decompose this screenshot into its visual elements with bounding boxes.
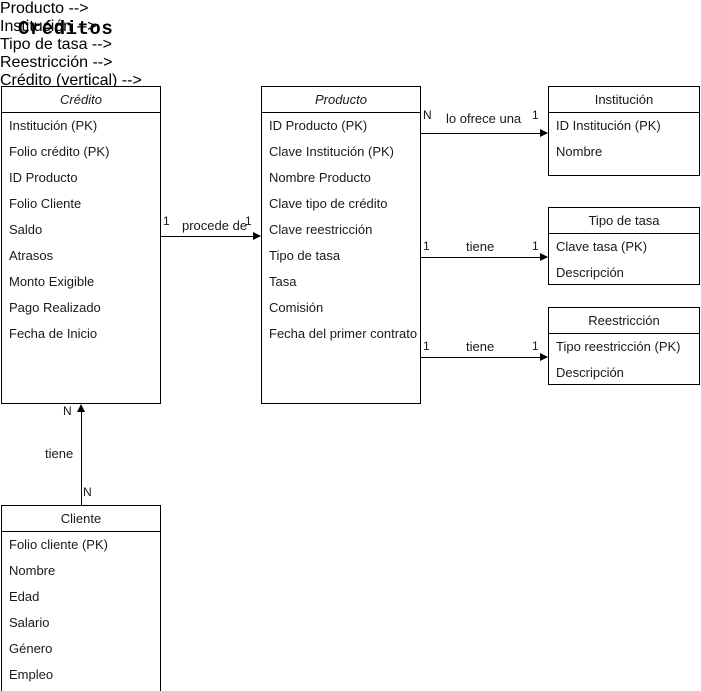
arrow-head-icon: [76, 404, 85, 412]
page-title: Créditos: [18, 18, 114, 40]
cardinality-source: N: [423, 108, 432, 122]
attribute-row: Género: [9, 641, 53, 656]
entity-institucion-attributes: ID Institución (PK) Nombre: [549, 113, 699, 165]
attribute-row: Tasa: [269, 274, 297, 289]
relationship-label: tiene: [466, 339, 495, 354]
attribute-row: ID Institución (PK): [556, 118, 661, 133]
cardinality-source: N: [83, 485, 92, 499]
attribute-row: Clave reestricción: [269, 222, 373, 237]
attribute-row: Descripción: [556, 365, 624, 380]
entity-reestriccion-title: Reestricción: [549, 308, 699, 334]
entity-producto-title: Producto: [262, 87, 420, 113]
arrow-head-icon: [540, 128, 548, 137]
cardinality-target: 1: [532, 239, 539, 253]
attribute-row: Saldo: [9, 222, 43, 237]
entity-credito-attributes: Institución (PK) Folio crédito (PK) ID P…: [2, 113, 160, 347]
arrow-head-icon: [253, 231, 261, 240]
entity-credito-title: Crédito: [2, 87, 160, 113]
entity-credito[interactable]: Crédito Institución (PK) Folio crédito (…: [1, 86, 161, 404]
attribute-row: Edad: [9, 589, 40, 604]
entity-tipo-de-tasa[interactable]: Tipo de tasa Clave tasa (PK) Descripción: [548, 207, 700, 285]
attribute-row: Empleo: [9, 667, 54, 682]
attribute-row: ID Producto: [9, 170, 78, 185]
attribute-row: Folio cliente (PK): [9, 537, 108, 552]
entity-producto-attributes: ID Producto (PK) Clave Institución (PK) …: [262, 113, 420, 347]
attribute-row: Nombre: [9, 563, 56, 578]
cardinality-target: 1: [245, 214, 252, 228]
attribute-row: Folio crédito (PK): [9, 144, 110, 159]
arrow-head-icon: [540, 252, 548, 261]
cardinality-source: 1: [423, 239, 430, 253]
attribute-row: Folio Cliente: [9, 196, 82, 211]
relationship-label: procede de: [182, 218, 248, 233]
attribute-row: Descripción: [556, 265, 624, 280]
attribute-row: Nombre Producto: [269, 170, 371, 185]
entity-institucion-title: Institución: [549, 87, 699, 113]
connector-line: [421, 357, 547, 358]
attribute-row: Clave tipo de crédito: [269, 196, 388, 211]
entity-producto[interactable]: Producto ID Producto (PK) Clave Instituc…: [261, 86, 421, 404]
cardinality-target: N: [63, 404, 72, 418]
entity-cliente-attributes: Folio cliente (PK) Nombre Edad Salario G…: [2, 532, 160, 688]
relationship-label: tiene: [466, 239, 495, 254]
attribute-row: Tipo reestricción (PK): [556, 339, 681, 354]
entity-cliente[interactable]: Cliente Folio cliente (PK) Nombre Edad S…: [1, 505, 161, 691]
attribute-row: Clave tasa (PK): [556, 239, 648, 254]
attribute-row: Pago Realizado: [9, 300, 101, 315]
attribute-row: Comisión: [269, 300, 324, 315]
arrow-head-icon: [540, 352, 548, 361]
connector-line: [421, 257, 547, 258]
connector-line: [81, 412, 82, 505]
attribute-row: Clave Institución (PK): [269, 144, 394, 159]
attribute-row: Nombre: [556, 144, 603, 159]
cardinality-target: 1: [532, 108, 539, 122]
attribute-row: ID Producto (PK): [269, 118, 368, 133]
connector-line: [161, 236, 260, 237]
attribute-row: Fecha de Inicio: [9, 326, 98, 341]
cardinality-source: 1: [423, 339, 430, 353]
entity-tipo-de-tasa-title: Tipo de tasa: [549, 208, 699, 234]
attribute-row: Salario: [9, 615, 50, 630]
relationship-label: lo ofrece una: [446, 111, 522, 126]
connector-line: [421, 133, 547, 134]
entity-reestriccion[interactable]: Reestricción Tipo reestricción (PK) Desc…: [548, 307, 700, 385]
attribute-row: Institución (PK): [9, 118, 98, 133]
attribute-row: Monto Exigible: [9, 274, 95, 289]
entity-tipo-de-tasa-attributes: Clave tasa (PK) Descripción: [549, 234, 699, 286]
attribute-row: Tipo de tasa: [269, 248, 341, 263]
relationship-label: tiene: [45, 446, 74, 461]
cardinality-target: 1: [532, 339, 539, 353]
entity-institucion[interactable]: Institución ID Institución (PK) Nombre: [548, 86, 700, 176]
entity-cliente-title: Cliente: [2, 506, 160, 532]
attribute-row: Atrasos: [9, 248, 54, 263]
cardinality-source: 1: [163, 214, 170, 228]
entity-reestriccion-attributes: Tipo reestricción (PK) Descripción: [549, 334, 699, 386]
attribute-row: Fecha del primer contrato: [269, 326, 418, 341]
